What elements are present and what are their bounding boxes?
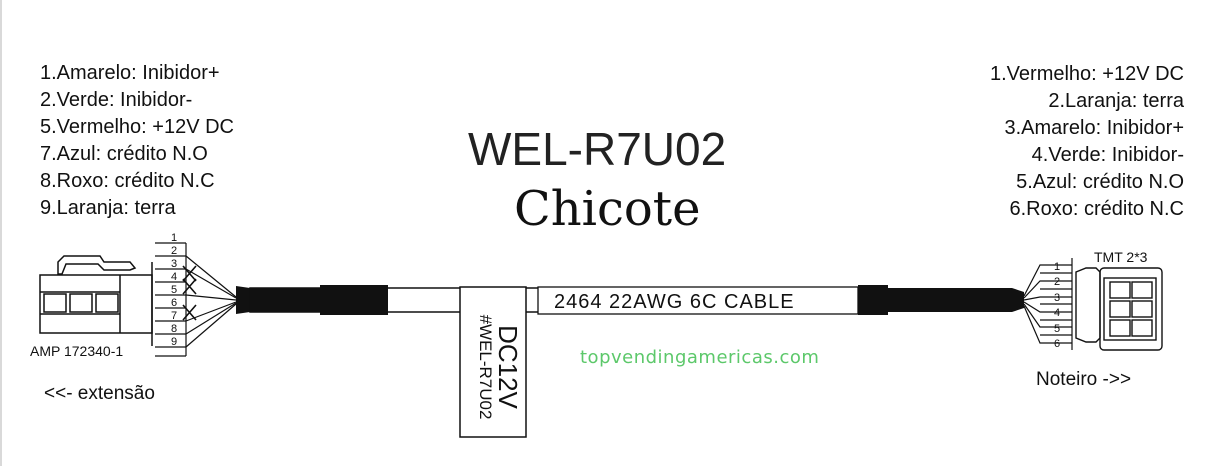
legend-line: 8.Roxo: crédito N.C	[40, 170, 215, 192]
left-connector-icon	[39, 255, 153, 346]
legend-line: 2.Verde: Inibidor-	[40, 89, 193, 111]
legend-line: 2.Laranja: terra	[1048, 90, 1184, 112]
pin-number: 5	[1054, 323, 1060, 335]
right-direction-label: Noteiro ->>	[1036, 369, 1132, 390]
right-connector-label: TMT 2*3	[1094, 249, 1148, 265]
legend-line: 4.Verde: Inibidor-	[1031, 144, 1184, 166]
pin-number: 4	[1054, 307, 1060, 319]
legend-line: 6.Roxo: crédito N.C	[1009, 198, 1184, 220]
legend-line: 1.Vermelho: +12V DC	[990, 63, 1184, 85]
pin-number: 2	[1054, 276, 1060, 288]
legend-line: 5.Azul: crédito N.O	[1016, 171, 1184, 193]
tag-label: DC12V #WEL-R7U02	[461, 302, 523, 432]
pin-number: 9	[171, 336, 177, 348]
right-connector-icon	[1075, 267, 1163, 351]
left-pin-numbers: 1 2 3 4 5 6 7 8 9	[171, 232, 177, 348]
cable-tag	[459, 286, 527, 438]
legend-line: 5.Vermelho: +12V DC	[40, 116, 234, 138]
tag-voltage: DC12V	[493, 325, 523, 409]
pin-number: 2	[171, 245, 177, 257]
frame-border	[0, 0, 2, 466]
diagram-title: WEL-R7U02	[468, 123, 727, 175]
pin-number: 1	[171, 232, 177, 244]
legend-line: 3.Amarelo: Inibidor+	[1004, 117, 1184, 139]
left-connector-label: AMP 172340-1	[30, 343, 124, 359]
right-pin-legend: 1.Vermelho: +12V DC 2.Laranja: terra 3.A…	[990, 61, 1184, 223]
diagram-subtitle: Chicote	[514, 181, 701, 237]
pin-number: 3	[171, 258, 177, 270]
left-pin-legend: 1.Amarelo: Inibidor+ 2.Verde: Inibidor- …	[40, 60, 234, 222]
legend-line: 9.Laranja: terra	[40, 197, 176, 219]
pin-number: 5	[171, 284, 177, 296]
cable-spec-label: 2464 22AWG 6C CABLE	[554, 291, 795, 313]
pin-number: 8	[171, 323, 177, 335]
tag-model: #WEL-R7U02	[476, 314, 495, 420]
pin-number: 6	[1054, 338, 1060, 350]
pin-number: 3	[1054, 292, 1060, 304]
legend-line: 1.Amarelo: Inibidor+	[40, 62, 220, 84]
right-wire-fan	[1023, 264, 1072, 344]
right-pin-numbers: 1 2 3 4 5 6	[1054, 261, 1060, 350]
left-wire-fan	[185, 255, 237, 348]
left-direction-label: <<- extensão	[44, 383, 155, 404]
legend-line: 7.Azul: crédito N.O	[40, 143, 208, 165]
cable-label-box	[537, 286, 859, 315]
pin-number: 6	[171, 297, 177, 309]
left-pin-grid	[155, 242, 197, 357]
watermark: topvendingamericas.com	[580, 347, 820, 368]
pin-number: 4	[171, 271, 177, 283]
pin-number: 7	[171, 310, 177, 322]
pin-number: 1	[1054, 261, 1060, 273]
right-pin-grid	[1040, 258, 1073, 350]
